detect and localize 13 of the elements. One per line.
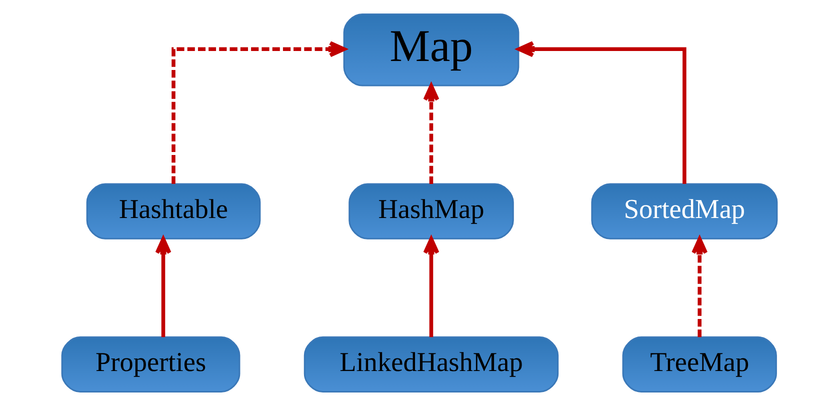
arrow [692, 237, 708, 338]
node-box: LinkedHashMap [304, 336, 559, 393]
arrow [517, 41, 686, 184]
node-box: Properties [61, 336, 240, 393]
arrow [155, 237, 172, 338]
arrow [423, 84, 440, 184]
arrow [172, 41, 346, 184]
node-box: Hashtable [86, 183, 261, 240]
node-box: SortedMap [591, 183, 778, 240]
node-box: Map [343, 13, 520, 86]
arrow [423, 237, 440, 338]
node-box: TreeMap [622, 336, 777, 393]
node-box: HashMap [348, 183, 514, 240]
